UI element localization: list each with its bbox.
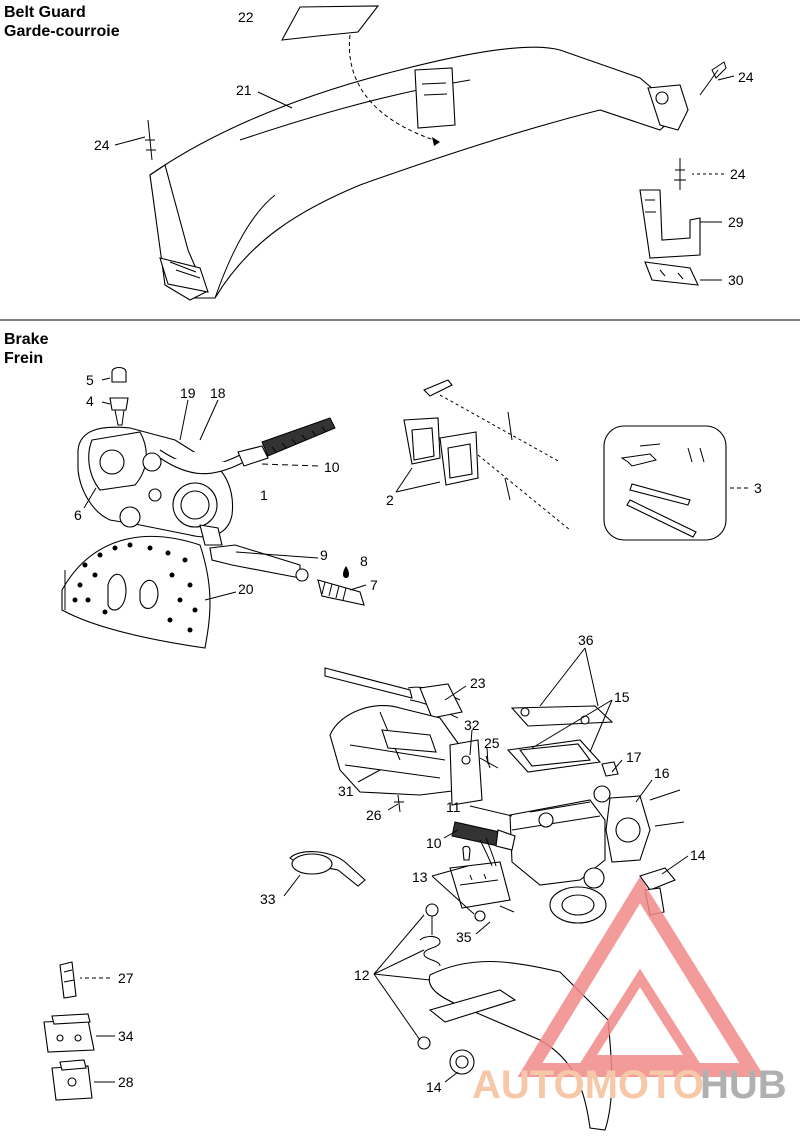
watermark: AUTOMOTO HUB — [472, 876, 787, 1107]
callout-30: 30 — [728, 272, 744, 288]
callout-33: 33 — [260, 891, 276, 907]
callout-10-master: 10 — [426, 835, 442, 851]
callout-26: 26 — [366, 807, 382, 823]
callout-25: 25 — [484, 735, 500, 751]
belt-guard-title-fr: Garde-courroie — [4, 23, 120, 40]
callout-31: 31 — [338, 783, 354, 799]
pad-hardware-kit — [603, 425, 727, 541]
watermark-logo — [517, 876, 765, 1077]
callout-27: 27 — [118, 970, 134, 986]
brake-pads-drawing — [403, 379, 571, 531]
watermark-text-a: AUTOMOTO — [472, 1063, 704, 1107]
disc-holes — [72, 542, 198, 633]
callout-17: 17 — [626, 749, 642, 765]
callout-16: 16 — [654, 765, 670, 781]
belt-guard-title-en: Belt Guard — [4, 4, 86, 21]
callout-15: 15 — [614, 689, 630, 705]
brake-title-en: Brake — [4, 331, 49, 348]
section-title-belt-guard: Belt Guard Garde-courroie — [4, 3, 120, 41]
callout-32: 32 — [464, 717, 480, 733]
callout-18: 18 — [210, 385, 226, 401]
callout-13: 13 — [412, 869, 428, 885]
belt-guard-drawing — [145, 5, 727, 301]
callout-24-mid-right: 24 — [730, 166, 746, 182]
callout-4: 4 — [86, 393, 94, 409]
brake-caliper-drawing — [61, 366, 365, 649]
callout-6: 6 — [74, 507, 82, 523]
callout-11: 11 — [446, 799, 461, 815]
section-title-brake: Brake Frein — [4, 330, 48, 368]
callout-7: 7 — [370, 577, 378, 593]
callout-29: 29 — [728, 214, 744, 230]
callout-14-lower: 14 — [426, 1079, 442, 1095]
watermark-text-b: HUB — [700, 1063, 787, 1107]
callout-9: 9 — [320, 547, 328, 563]
callout-36: 36 — [578, 632, 594, 648]
callout-35: 35 — [456, 929, 472, 945]
callout-1: 1 — [260, 487, 268, 503]
callout-22: 22 — [238, 9, 254, 25]
callout-8: 8 — [360, 553, 368, 569]
brake-leaders — [80, 377, 748, 1083]
callout-23: 23 — [470, 675, 486, 691]
brake-title-fr: Frein — [4, 350, 44, 367]
belt-guard-leaders — [114, 75, 735, 281]
callout-5: 5 — [86, 372, 94, 388]
callout-2: 2 — [386, 492, 394, 508]
callout-14-upper: 14 — [690, 847, 706, 863]
callout-10-caliper: 10 — [324, 459, 340, 475]
callout-3: 3 — [754, 480, 762, 496]
callout-19: 19 — [180, 385, 196, 401]
callout-24-left: 24 — [94, 137, 110, 153]
callout-21: 21 — [236, 82, 252, 98]
callout-34: 34 — [118, 1028, 134, 1044]
callout-28: 28 — [118, 1074, 134, 1090]
callout-24-top-right: 24 — [738, 69, 754, 85]
callout-20: 20 — [238, 581, 254, 597]
callout-labels: 22 21 24 24 24 29 30 5 4 19 18 10 1 6 2 … — [74, 9, 762, 1095]
callout-12: 12 — [354, 967, 370, 983]
